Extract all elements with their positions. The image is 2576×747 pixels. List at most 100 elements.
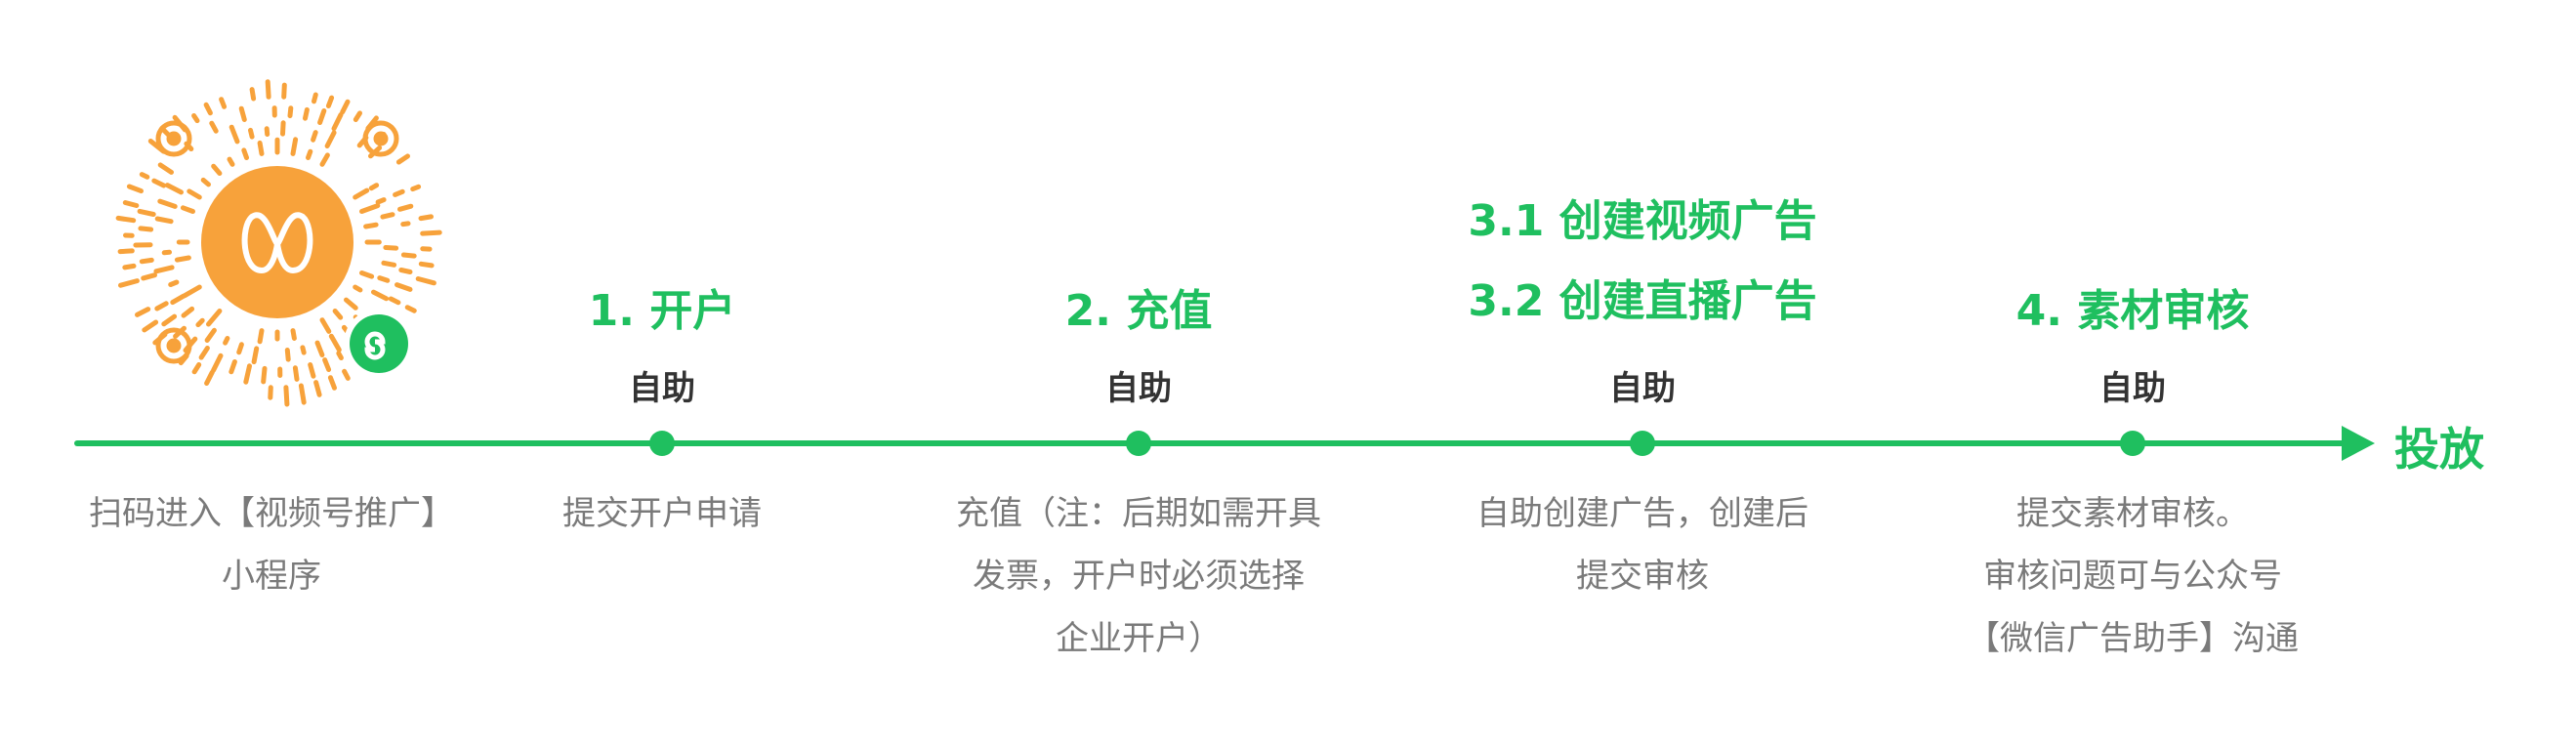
qr-ray	[280, 120, 286, 137]
qr-ray	[375, 197, 387, 205]
step-1-description: 提交开户申请	[562, 494, 762, 533]
qr-ray	[410, 184, 422, 192]
qr-ray	[118, 278, 140, 288]
timeline-line	[74, 440, 2349, 446]
qr-ray	[363, 222, 379, 229]
qr-ray	[229, 359, 237, 375]
qr-ray	[249, 87, 257, 102]
qr-ray	[311, 130, 318, 143]
qr-ray	[397, 203, 414, 212]
step-3-description: 自助创建广告，创建后 提交审核	[1476, 494, 1808, 596]
qr-ray	[211, 353, 224, 373]
qr-ray	[268, 385, 273, 400]
qr-ray	[157, 162, 174, 175]
qr-ray	[380, 212, 395, 220]
qr-ray	[204, 369, 215, 386]
qr-ray	[115, 215, 137, 224]
qr-ray	[298, 383, 307, 405]
qr-ray	[353, 110, 362, 122]
qr-ray	[418, 214, 434, 222]
qr-ray	[395, 153, 410, 165]
qr-ray	[353, 284, 363, 293]
qr-ray	[388, 296, 401, 306]
qr-ray	[393, 188, 405, 197]
qr-ray	[377, 275, 391, 283]
qr-ray	[324, 130, 337, 148]
channels-logo-icon	[241, 212, 313, 274]
qr-ray	[122, 263, 137, 270]
qr-corner-markers	[155, 120, 399, 364]
qr-ray	[325, 95, 335, 108]
qr-ray	[182, 284, 202, 299]
qr-ray	[236, 342, 244, 355]
qr-ray	[174, 255, 191, 263]
qr-ray	[198, 346, 210, 360]
step-2-dot	[1126, 431, 1151, 456]
step-4-mode: 自助	[2099, 369, 2166, 408]
qr-ray	[139, 257, 154, 265]
qr-ray	[141, 272, 157, 281]
qr-ray	[420, 229, 442, 236]
qr-ray	[223, 336, 230, 346]
qr-ray	[314, 340, 325, 357]
qr-ray	[153, 265, 175, 274]
qr-ray	[195, 317, 205, 328]
qr-ray	[317, 108, 327, 125]
qr-ray	[284, 348, 291, 362]
qr-ray	[300, 345, 307, 355]
launch-label: 投放	[2394, 423, 2484, 476]
qr-ray	[251, 346, 260, 365]
qr-ray	[157, 198, 178, 209]
qr-ray	[381, 260, 397, 268]
timeline-arrow-icon	[2342, 426, 2375, 461]
qr-ray	[281, 82, 287, 100]
qr-ray	[219, 97, 228, 109]
qr-ray	[164, 183, 184, 195]
step-2-title: 2. 充值	[1064, 286, 1213, 336]
qr-ray	[241, 147, 249, 160]
qr-ray	[206, 309, 223, 327]
qr-ray	[319, 152, 330, 167]
qr-ray	[303, 106, 310, 121]
qr-ray	[122, 200, 140, 208]
qr-ray	[398, 268, 413, 274]
qr-ray	[243, 363, 252, 385]
qr-ray	[404, 305, 417, 313]
qr-ray	[238, 105, 247, 122]
qr-ray	[371, 289, 390, 302]
qr-ray	[287, 105, 294, 119]
qr-ray	[139, 172, 150, 180]
qr-ray	[313, 380, 322, 397]
qr-ray	[138, 226, 154, 232]
qr-ray	[161, 313, 178, 327]
qr-ray	[322, 357, 332, 372]
step-2-description: 充值（注：后期如需开具 发票，开户时必须选择 企业开户）	[956, 494, 1321, 658]
qr-ray	[154, 216, 174, 225]
qr-ray	[161, 249, 172, 256]
qr-ray	[187, 188, 202, 200]
mini-program-badge-icon	[344, 309, 414, 379]
qr-ray	[248, 127, 255, 140]
qr-ray	[264, 126, 270, 137]
qr-ray	[191, 362, 202, 375]
qr-ray	[181, 306, 195, 318]
qr-ray	[327, 375, 337, 391]
qr-ray	[328, 333, 342, 353]
qr-ray	[368, 183, 380, 191]
qr-ray	[336, 351, 344, 360]
qr-ray	[308, 362, 316, 379]
qr-ray	[142, 319, 159, 333]
qr-ray	[117, 248, 135, 255]
qr-ray	[229, 124, 240, 145]
qr-ray	[312, 92, 318, 104]
step-4-title: 4. 素材审核	[2015, 286, 2250, 336]
qr-ray	[306, 148, 313, 160]
step-1-title: 1. 开户	[588, 286, 736, 336]
qr-ray	[359, 203, 381, 214]
qr-ray	[135, 307, 151, 317]
qr-ray	[340, 99, 351, 115]
qr-ray	[400, 252, 417, 259]
qr-ray	[200, 177, 211, 187]
qr-ray	[180, 205, 195, 214]
qr-ray	[342, 368, 351, 381]
